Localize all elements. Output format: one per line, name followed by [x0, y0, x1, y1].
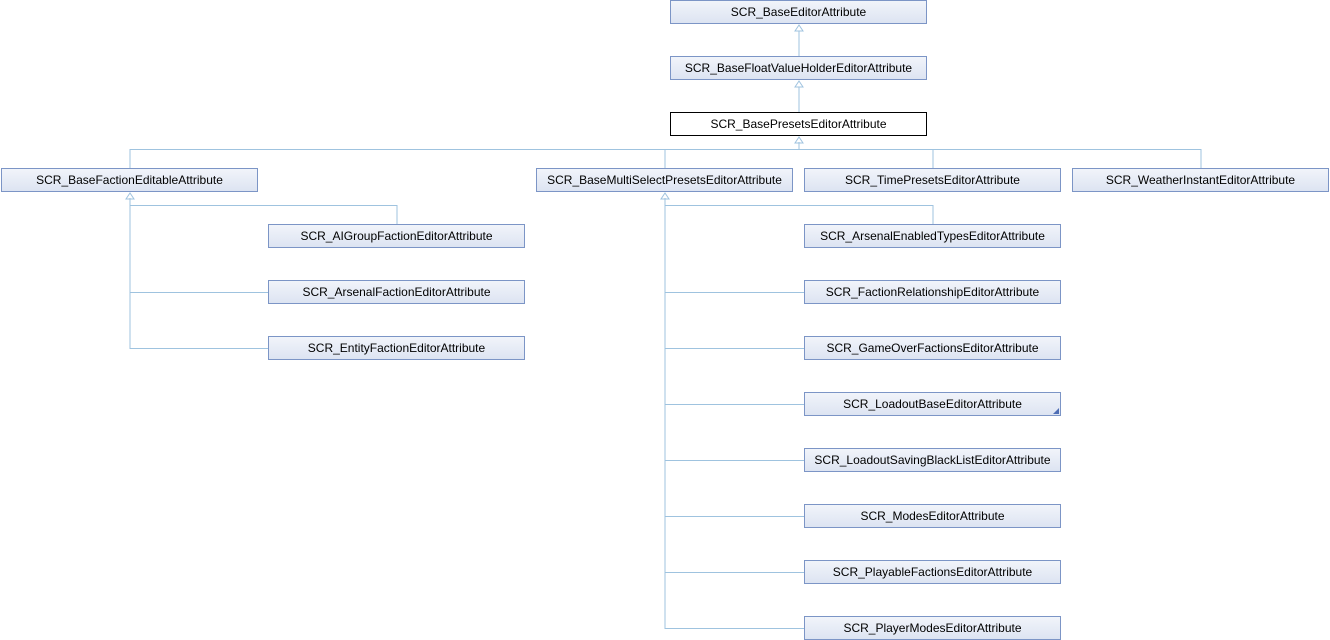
class-node-base-faction-editable-attribute[interactable]: SCR_BaseFactionEditableAttribute — [1, 168, 258, 192]
inheritance-edge — [129, 198, 268, 349]
inheritance-edge — [664, 198, 804, 629]
class-node-entity-faction-editor-attribute[interactable]: SCR_EntityFactionEditorAttribute — [268, 336, 525, 360]
class-node-loadout-base-editor-attribute[interactable]: SCR_LoadoutBaseEditorAttribute — [804, 392, 1061, 416]
class-node-weather-instant-editor-attribute[interactable]: SCR_WeatherInstantEditorAttribute — [1072, 168, 1329, 192]
class-node-base-float-value-holder-editor-attribute[interactable]: SCR_BaseFloatValueHolderEditorAttribute — [670, 56, 927, 80]
class-node-base-presets-editor-attribute-current: SCR_BasePresetsEditorAttribute — [670, 112, 927, 136]
inheritance-edge — [129, 198, 268, 293]
inheritance-edge — [664, 198, 804, 293]
class-node-game-over-factions-editor-attribute[interactable]: SCR_GameOverFactionsEditorAttribute — [804, 336, 1061, 360]
inheritance-edge — [664, 198, 804, 517]
inheritance-edge — [129, 198, 398, 224]
class-node-base-multi-select-presets-editor-attribute[interactable]: SCR_BaseMultiSelectPresetsEditorAttribut… — [536, 168, 793, 192]
inheritance-edge — [798, 142, 934, 168]
inheritance-edge — [798, 142, 1202, 168]
class-node-time-presets-editor-attribute[interactable]: SCR_TimePresetsEditorAttribute — [804, 168, 1061, 192]
inheritance-edge — [664, 198, 934, 224]
inheritance-edge — [664, 198, 804, 461]
inheritance-edge — [664, 198, 804, 349]
inheritance-edge — [664, 198, 804, 405]
class-node-arsenal-faction-editor-attribute[interactable]: SCR_ArsenalFactionEditorAttribute — [268, 280, 525, 304]
class-node-player-modes-editor-attribute[interactable]: SCR_PlayerModesEditorAttribute — [804, 616, 1061, 640]
class-node-faction-relationship-editor-attribute[interactable]: SCR_FactionRelationshipEditorAttribute — [804, 280, 1061, 304]
class-node-arsenal-enabled-types-editor-attribute[interactable]: SCR_ArsenalEnabledTypesEditorAttribute — [804, 224, 1061, 248]
class-node-playable-factions-editor-attribute[interactable]: SCR_PlayableFactionsEditorAttribute — [804, 560, 1061, 584]
class-node-loadout-saving-black-list-editor-attribute[interactable]: SCR_LoadoutSavingBlackListEditorAttribut… — [804, 448, 1061, 472]
inheritance-edge — [664, 142, 800, 168]
class-node-ai-group-faction-editor-attribute[interactable]: SCR_AIGroupFactionEditorAttribute — [268, 224, 525, 248]
class-node-base-editor-attribute[interactable]: SCR_BaseEditorAttribute — [670, 0, 927, 24]
inheritance-arrowhead — [794, 24, 804, 32]
class-node-modes-editor-attribute[interactable]: SCR_ModesEditorAttribute — [804, 504, 1061, 528]
inheritance-arrowhead — [794, 80, 804, 88]
inheritance-edge — [129, 142, 800, 168]
